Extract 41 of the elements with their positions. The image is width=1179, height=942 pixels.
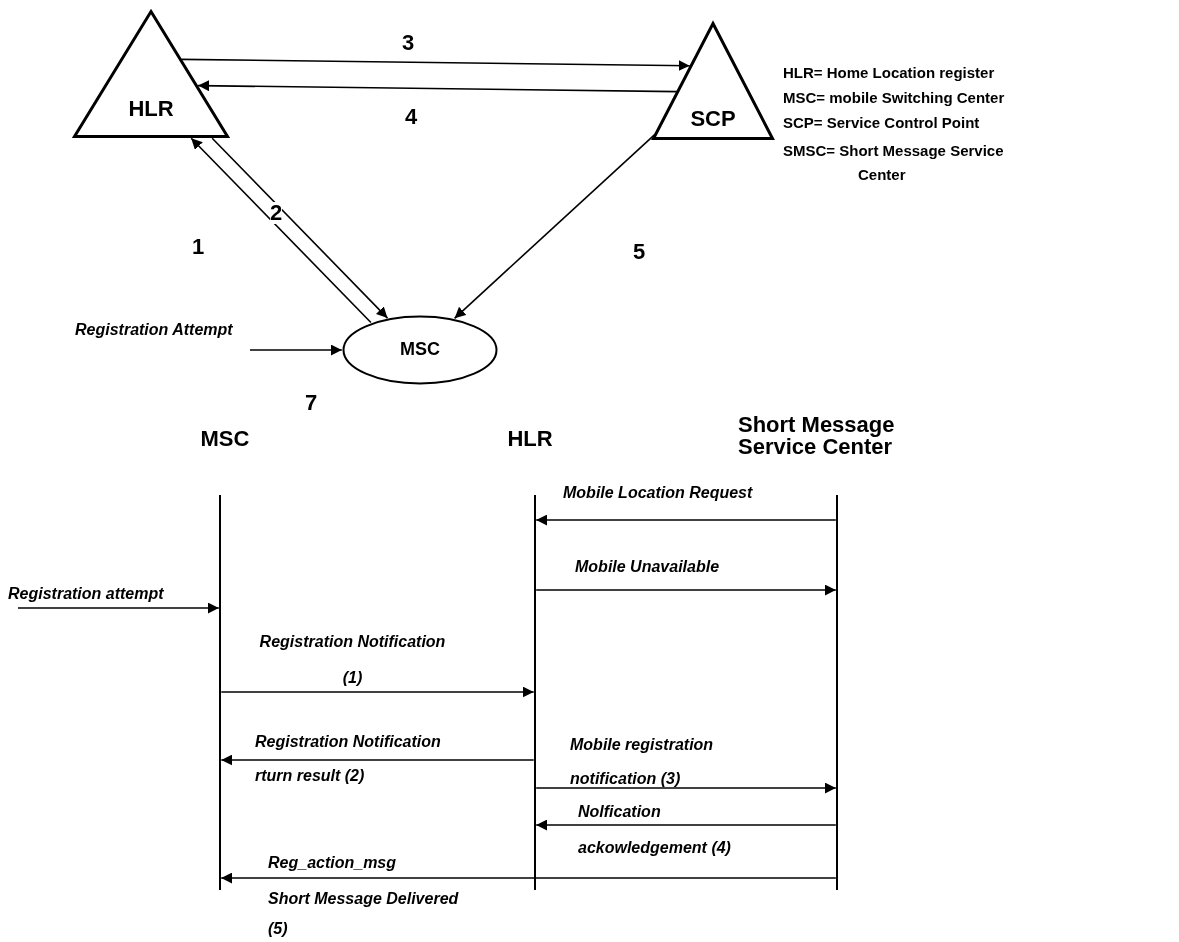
lifeline <box>836 495 838 890</box>
edge-label: Mobile registration notification (3) <box>570 735 715 789</box>
edge-label: Mobile Unavailable <box>575 557 721 577</box>
arrow <box>453 134 656 320</box>
edge-label: Nolfication ackowledgement (4) <box>578 802 732 858</box>
arrow <box>17 602 220 614</box>
node-label: HLR <box>128 98 174 120</box>
edge-label: Registration Notification (1) <box>258 632 447 688</box>
edge-label: Registration Notification rturn result (2) <box>255 732 442 786</box>
lifeline-heading: HLR <box>506 428 554 450</box>
message-label: Short Message Delivered (5) <box>268 889 460 939</box>
ellipse-node <box>342 315 498 385</box>
definition-text: MSC= mobile Switching Center <box>783 89 1005 107</box>
definition-text: SMSC= Short Message Service Center <box>783 141 1005 185</box>
lifeline-heading: Short Message Service Center <box>738 414 896 458</box>
arrow <box>535 819 837 831</box>
lifeline <box>534 495 536 890</box>
arrow <box>211 137 389 319</box>
edge-label: Registration Attempt <box>75 320 234 340</box>
arrow <box>220 686 535 698</box>
lifeline <box>219 495 221 890</box>
step-number: 2 <box>270 202 283 224</box>
edge-label: Registration attempt <box>8 584 165 604</box>
arrow <box>220 872 837 884</box>
lifeline-heading: MSC <box>199 428 251 450</box>
arrow <box>249 344 343 356</box>
arrow <box>535 514 837 526</box>
edge-label: Mobile Location Request <box>563 483 754 503</box>
node-label: MSC <box>400 340 440 358</box>
arrow <box>190 137 372 324</box>
arrow <box>180 58 691 72</box>
node-label: SCP <box>690 108 736 130</box>
triangle-node <box>73 10 229 138</box>
arrow <box>535 782 837 794</box>
edge-label: Reg_action_msg <box>268 853 398 873</box>
triangle-node <box>652 22 774 140</box>
arrow <box>197 80 678 93</box>
arrow <box>220 754 535 766</box>
definition-text: HLR= Home Location register <box>783 64 995 82</box>
arrow <box>535 584 837 596</box>
definition-text: SCP= Service Control Point <box>783 114 980 132</box>
